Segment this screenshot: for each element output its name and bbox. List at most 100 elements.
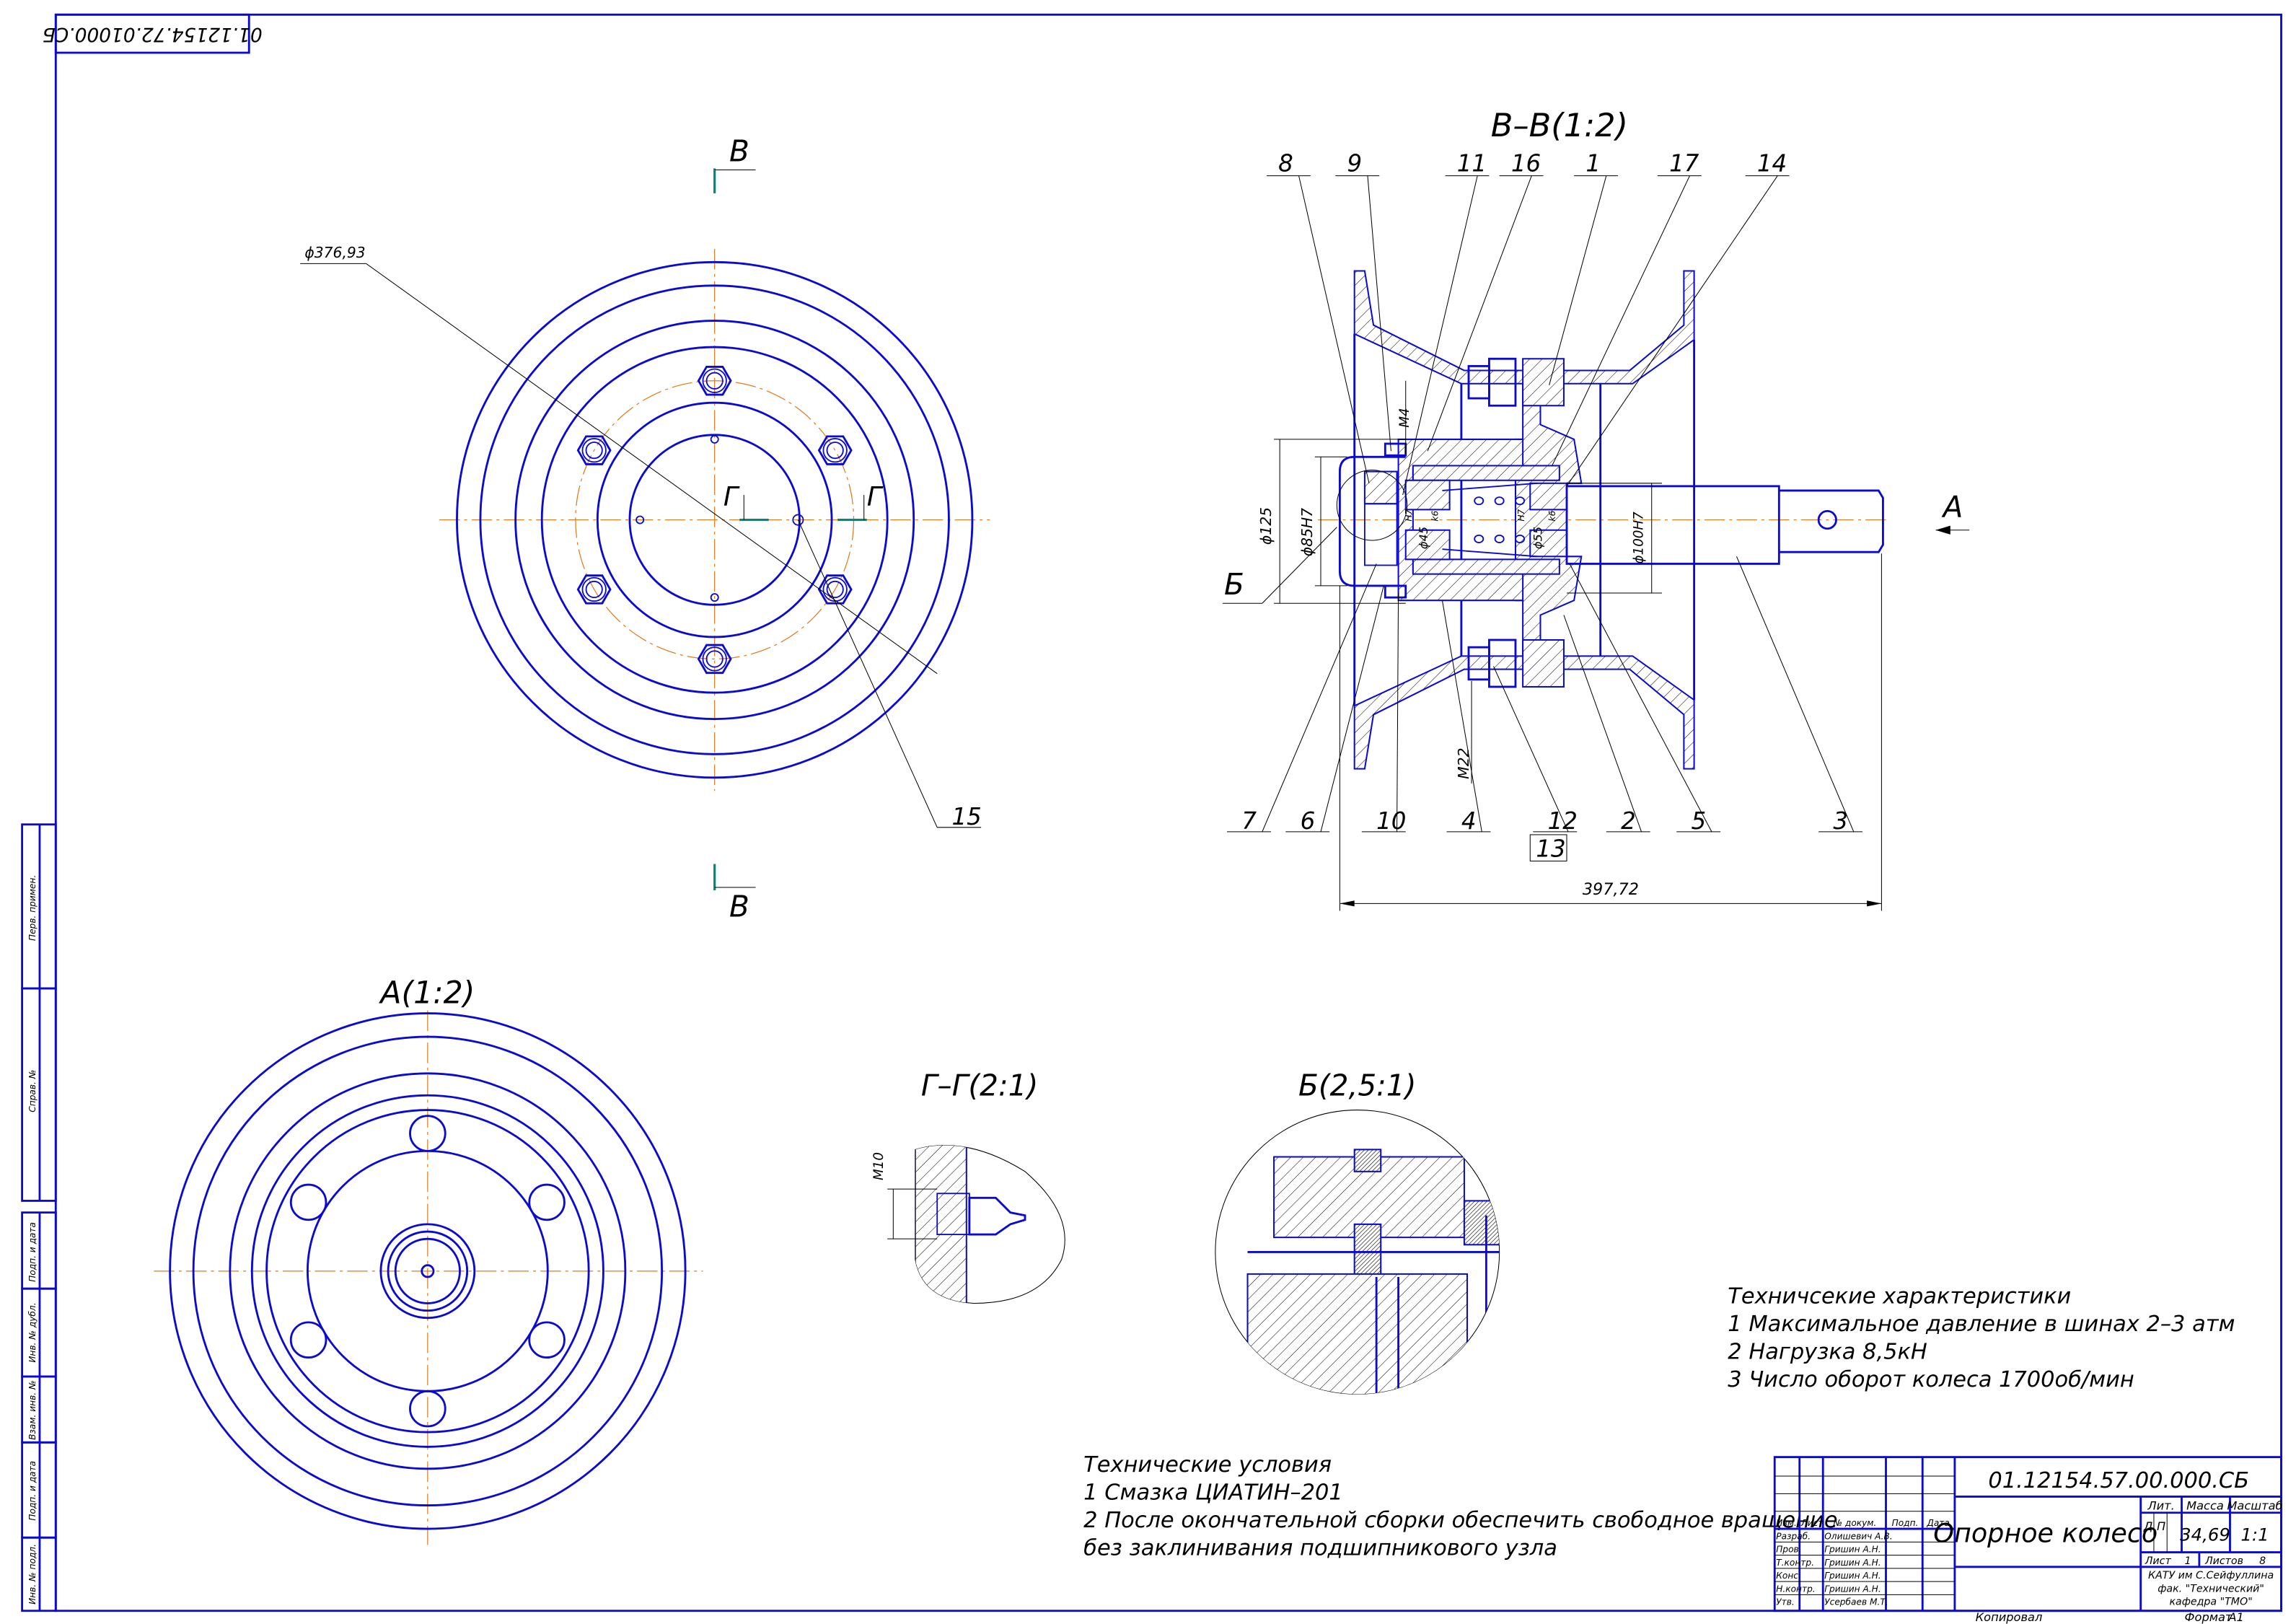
- callout: 14: [1566, 149, 1790, 487]
- top-stamp-text: 01.12154.72.01000.СБ: [43, 23, 263, 45]
- sheet-frame: [54, 13, 2282, 1612]
- section-g: Г–Г(2:1) M10: [871, 1068, 1065, 1304]
- callout-number: 2: [1621, 807, 1636, 835]
- callout-number: 6: [1301, 807, 1316, 835]
- callout-number: 12: [1548, 807, 1578, 835]
- view-mark-a: А: [1941, 490, 1963, 524]
- callout: 10: [1361, 593, 1406, 835]
- callout-number: 13: [1536, 835, 1565, 862]
- dim-d125: ϕ125: [1257, 507, 1275, 545]
- callout-number: 7: [1241, 807, 1257, 835]
- lit-value: П: [2157, 1519, 2165, 1533]
- nut-icon: [697, 366, 732, 396]
- callout: 8: [1266, 149, 1370, 483]
- tech-conditions-line: 2 После окончательной сборки обеспечить …: [1083, 1508, 1837, 1533]
- callout: 9: [1335, 149, 1391, 452]
- format-label: Формат: [2185, 1610, 2233, 1624]
- dim-d100: ϕ100H7: [1632, 512, 1647, 564]
- header-label: № докум.: [1832, 1518, 1876, 1528]
- callout-number: 4: [1461, 807, 1477, 835]
- callout-number: 14: [1757, 149, 1787, 177]
- side-label: Инв. № подл.: [27, 1544, 38, 1605]
- dim-d85: ϕ85H7: [1298, 508, 1316, 556]
- callout: 13: [1529, 834, 1567, 862]
- dim-m4: M4: [1397, 408, 1412, 427]
- callout-number: 8: [1278, 149, 1293, 177]
- dim-fit: H7: [1404, 509, 1414, 521]
- header-label: Подп.: [1892, 1518, 1919, 1528]
- dim-m10: M10: [871, 1152, 887, 1180]
- callout: 12: [1493, 666, 1578, 835]
- detail-b-title: Б(2,5:1): [1298, 1068, 1417, 1102]
- side-label: Справ. №: [27, 1070, 38, 1112]
- callout: 5: [1569, 563, 1721, 835]
- svg-text:В: В: [729, 133, 749, 168]
- callout-number: 5: [1692, 807, 1707, 835]
- mass-value: 34,69: [2180, 1524, 2230, 1545]
- tech-characteristics: Техничсекие характеристики 1 Максимально…: [1728, 1283, 2235, 1392]
- callout: 6: [1285, 585, 1384, 835]
- detail-b: Б(2,5:1): [1215, 1068, 1500, 1395]
- tech-conditions-line: без заклинивания подшипникового узла: [1083, 1536, 1557, 1561]
- scale-value: 1:1: [2240, 1524, 2269, 1545]
- title-block: 01.12154.57.00.000.СБ Опорное колесо Изм…: [1773, 1456, 2283, 1624]
- callout: 11: [1402, 149, 1490, 496]
- org-line: фак. "Технический": [2158, 1583, 2264, 1594]
- dim-length: 397,72: [1583, 880, 1639, 899]
- role-label: Конс.: [1776, 1571, 1801, 1581]
- lit-label: Лит.: [2147, 1499, 2174, 1513]
- side-label: Перв. примен.: [27, 875, 38, 941]
- dim-fit-k: k6: [1430, 511, 1440, 522]
- tech-characteristics-line: 1 Максимальное давление в шинах 2–3 атм: [1728, 1312, 2235, 1337]
- tech-conditions-heading: Технические условия: [1083, 1452, 1332, 1478]
- side-label: Инв. № дубл.: [27, 1302, 38, 1362]
- nut-icon: [576, 435, 612, 465]
- callout-number: 1: [1585, 149, 1601, 177]
- role-label: Утв.: [1776, 1597, 1795, 1607]
- callout: 17: [1552, 149, 1702, 466]
- org-line: кафедра "ТМО": [2169, 1597, 2252, 1608]
- drawing-name: Опорное колесо: [1933, 1517, 2158, 1548]
- dim-m22: M22: [1455, 748, 1472, 779]
- section-g-title: Г–Г(2:1): [921, 1068, 1038, 1102]
- tech-characteristics-heading: Техничсекие характеристики: [1728, 1283, 2071, 1309]
- callout-number: 16: [1511, 149, 1541, 177]
- section-bb-title: В–В(1:2): [1491, 107, 1628, 144]
- callout: 2: [1563, 615, 1650, 835]
- section-view-bb: В–В(1:2) Б А ϕ125 ϕ85H7 ϕ4: [1223, 107, 1970, 911]
- sheet-label: Лист: [2145, 1555, 2172, 1567]
- callout-number: 17: [1669, 149, 1699, 177]
- role-label: Н.контр.: [1776, 1584, 1815, 1594]
- role-person: Гришин А.Н.: [1824, 1545, 1881, 1555]
- role-person: Олишевич А.В.: [1824, 1531, 1892, 1541]
- role-label: Т.контр.: [1776, 1558, 1814, 1568]
- bolt-hole: [528, 1321, 566, 1359]
- header-label: Лист: [1800, 1518, 1824, 1528]
- callout: 7: [1227, 563, 1377, 835]
- role-label: Пров.: [1776, 1545, 1801, 1555]
- callout-number: 3: [1833, 807, 1848, 835]
- org-line: КАТУ им С.Сейфуллина: [2148, 1570, 2274, 1581]
- callout: 4: [1441, 600, 1491, 835]
- bolt-hole: [289, 1321, 327, 1359]
- cut-marker-g: Г Г: [723, 480, 884, 522]
- header-label: Изм.: [1776, 1518, 1797, 1528]
- bolt-hole: [409, 1115, 447, 1152]
- section-marker-bottom: В: [713, 864, 756, 924]
- view-a: А(1:2): [154, 975, 703, 1545]
- wheel-bolt-upper: [1467, 357, 1565, 407]
- bolt-hole: [289, 1183, 327, 1221]
- dim-fit-k: k6: [1547, 511, 1557, 522]
- dim-d45: ϕ45: [1417, 527, 1430, 549]
- sheet-value: 1: [2185, 1555, 2191, 1567]
- tech-characteristics-line: 3 Число оборот колеса 1700об/мин: [1728, 1367, 2134, 1392]
- dim-fit: H7: [1516, 509, 1526, 521]
- wheel-bolt-lower: [1467, 638, 1565, 688]
- sheets-value: 8: [2259, 1555, 2266, 1567]
- bolt-hole: [528, 1183, 566, 1221]
- sheets-label: Листов: [2204, 1555, 2243, 1567]
- callout: 16: [1427, 149, 1544, 452]
- side-strip: Перв. примен. Справ. № Подп. и дата Инв.…: [21, 823, 57, 1612]
- bolt-hole: [409, 1390, 447, 1428]
